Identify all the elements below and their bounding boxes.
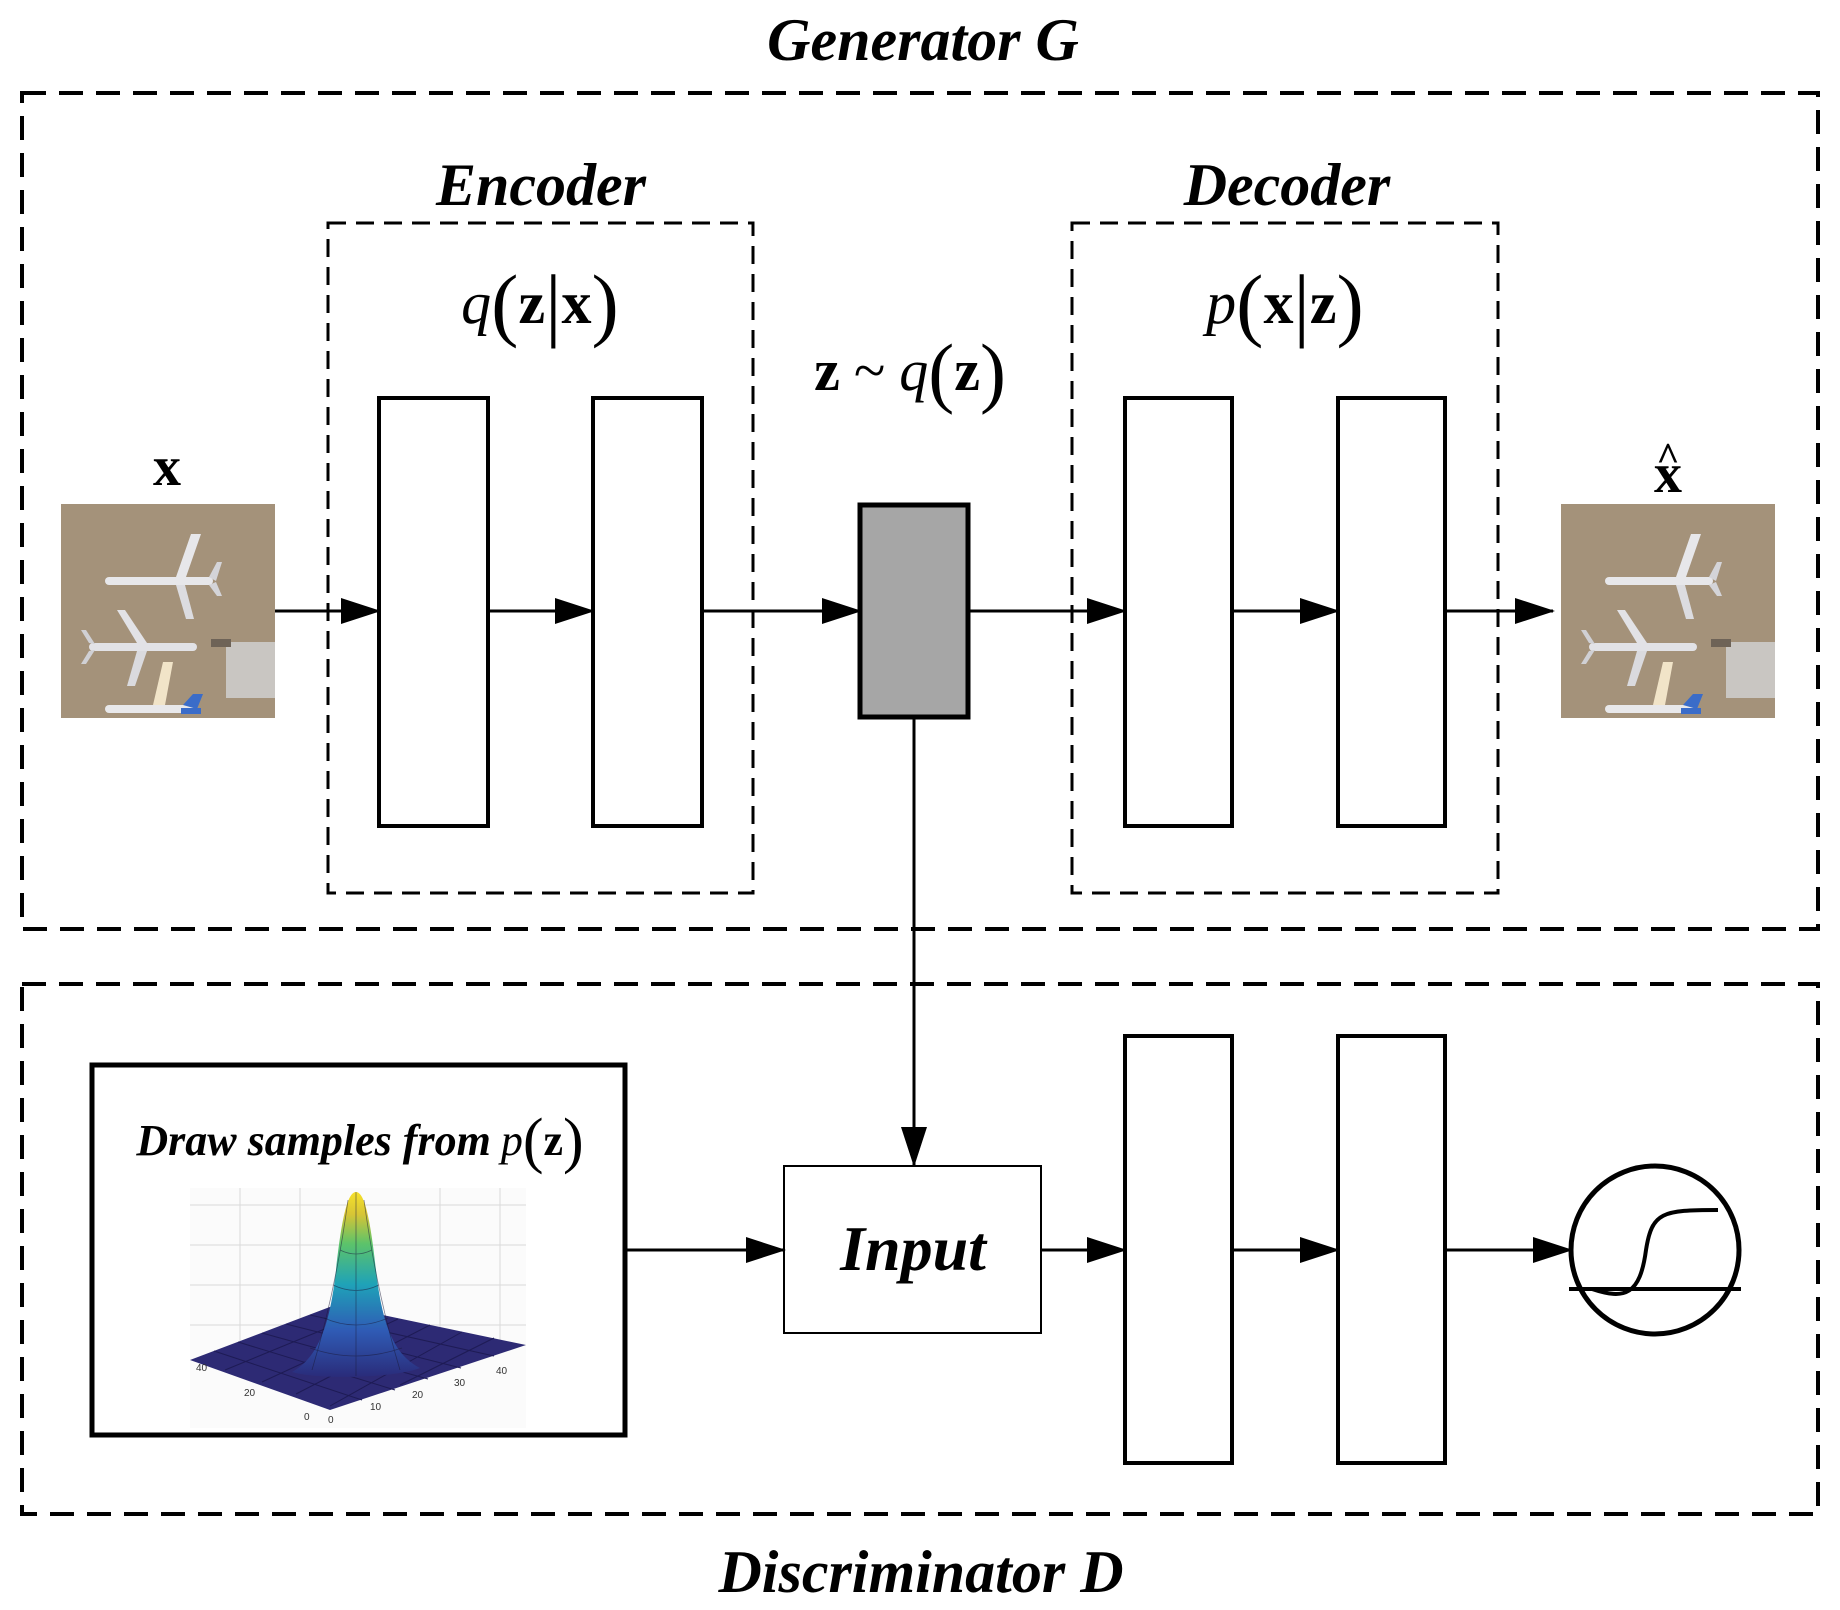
encoder-formula: q(z|x) (461, 258, 619, 349)
input-image-label: x (153, 436, 181, 498)
axis-tick-right-1: 10 (370, 1402, 382, 1413)
discriminator-layer-1 (1123, 1034, 1234, 1465)
axis-tick-right-4: 40 (496, 1366, 508, 1377)
generator-box (20, 91, 1820, 931)
encoder-box (326, 221, 755, 895)
discriminator-input-box (783, 1165, 1042, 1334)
output-airplane-image (1561, 504, 1775, 718)
decoder-layer-1 (1123, 396, 1234, 828)
input-airplane-image (61, 504, 275, 718)
discriminator-title: Discriminator D (717, 1539, 1123, 1605)
latent-formula: z~q(z) (814, 328, 1006, 415)
encoder-layer-1 (377, 396, 490, 828)
decoder-box (1070, 221, 1500, 895)
axis-tick-left-2: 0 (304, 1412, 310, 1423)
axis-tick-right-3: 30 (454, 1378, 466, 1389)
decoder-formula: p(x|z) (1202, 258, 1364, 349)
output-image-hat: ^ (1656, 434, 1679, 479)
axis-tick-left-0: 40 (196, 1363, 208, 1374)
generator-title: Generator G (767, 7, 1079, 73)
discriminator-input-label: Input (839, 1213, 988, 1284)
gaussian-surface-plot: 40 20 0 0 10 20 30 40 (190, 1188, 526, 1428)
discriminator-layer-2 (1336, 1034, 1447, 1465)
encoder-title: Encoder (435, 152, 647, 218)
discriminator-box (20, 982, 1820, 1516)
output-image-label: x (1654, 443, 1682, 505)
encoder-layer-2 (591, 396, 704, 828)
sigmoid-output-icon (1568, 1163, 1742, 1337)
latent-code-box (857, 502, 971, 720)
generator-arrows (275, 598, 1555, 1167)
axis-tick-right-0: 0 (328, 1415, 334, 1426)
decoder-layer-2 (1336, 396, 1447, 828)
axis-tick-right-2: 20 (412, 1390, 424, 1401)
decoder-title: Decoder (1183, 152, 1391, 218)
axis-tick-left-1: 20 (244, 1388, 256, 1399)
